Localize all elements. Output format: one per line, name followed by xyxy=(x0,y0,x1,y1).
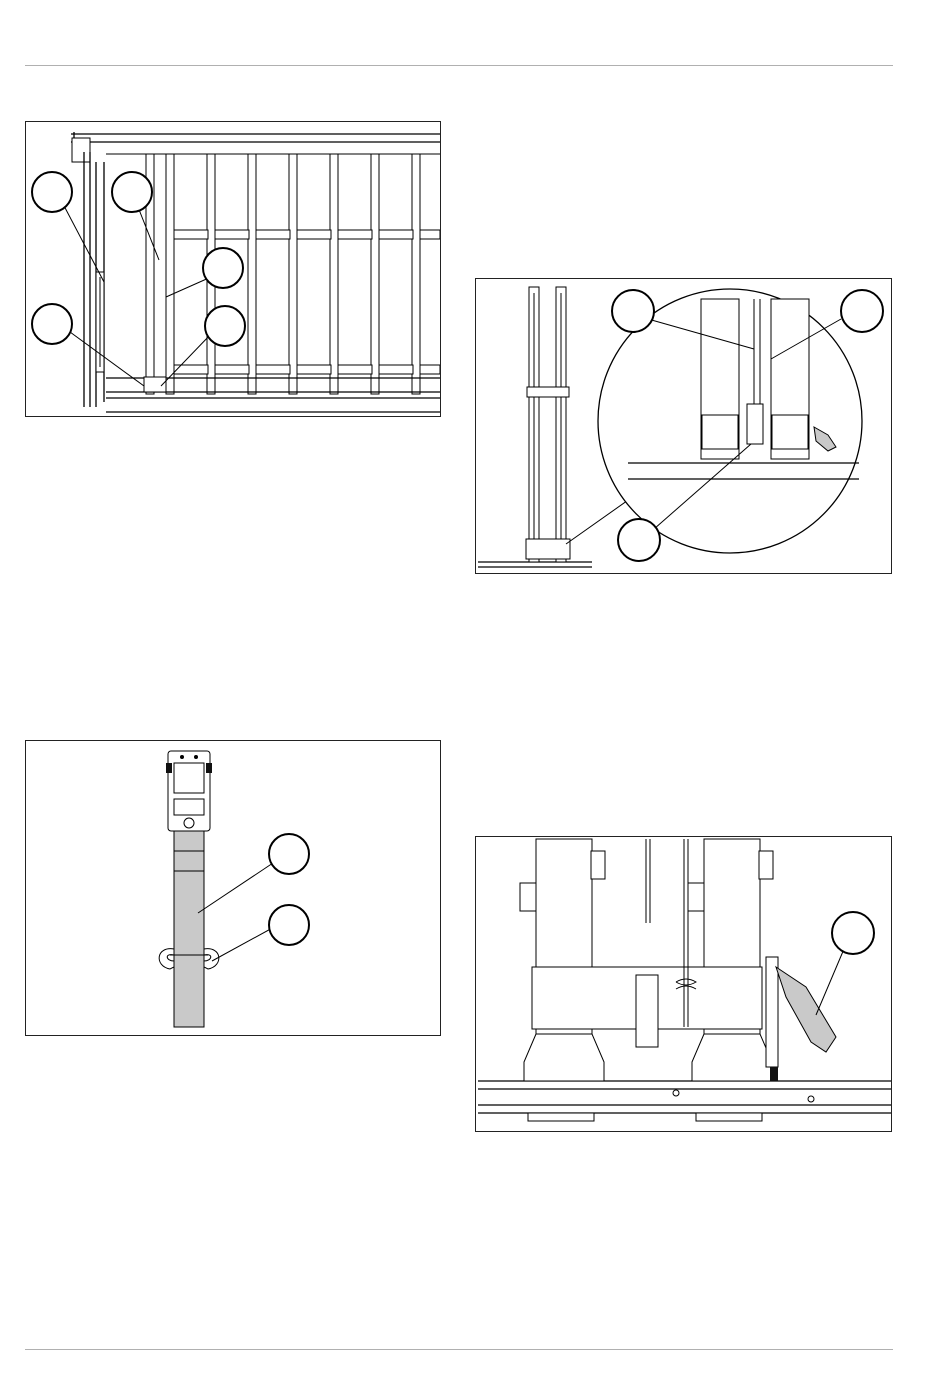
figure-1-callout-a xyxy=(32,172,72,212)
figure-3-callout-a xyxy=(269,834,309,874)
figure-3-drawing xyxy=(26,741,441,1036)
figure-1-callout-c xyxy=(203,248,243,288)
figure-2-callout-c xyxy=(618,519,660,561)
figure-4-callout-a xyxy=(832,912,874,954)
figure-1-drawing xyxy=(26,122,441,417)
lever-handle xyxy=(776,967,836,1052)
figure-1-callout-d xyxy=(32,304,72,344)
top-rule xyxy=(25,65,893,66)
figure-2-callout-a xyxy=(612,290,654,332)
clip-left xyxy=(159,949,174,969)
figure-3-strap-clip xyxy=(25,740,441,1036)
figure-2-post-locking-detail xyxy=(475,278,892,574)
figure-2-callout-b xyxy=(841,290,883,332)
panel-posts xyxy=(146,154,420,394)
figure-3-callout-b xyxy=(269,905,309,945)
figure-2-drawing xyxy=(476,279,892,574)
spring-housing xyxy=(636,975,658,1047)
figure-4-lever-detail xyxy=(475,836,892,1132)
figure-1-callout-b xyxy=(112,172,152,212)
figure-1-railing-panels xyxy=(25,121,441,417)
strap xyxy=(174,821,204,1027)
figure-1-callout-e xyxy=(205,306,245,346)
bottom-rule xyxy=(25,1349,893,1350)
figure-4-drawing xyxy=(476,837,892,1132)
